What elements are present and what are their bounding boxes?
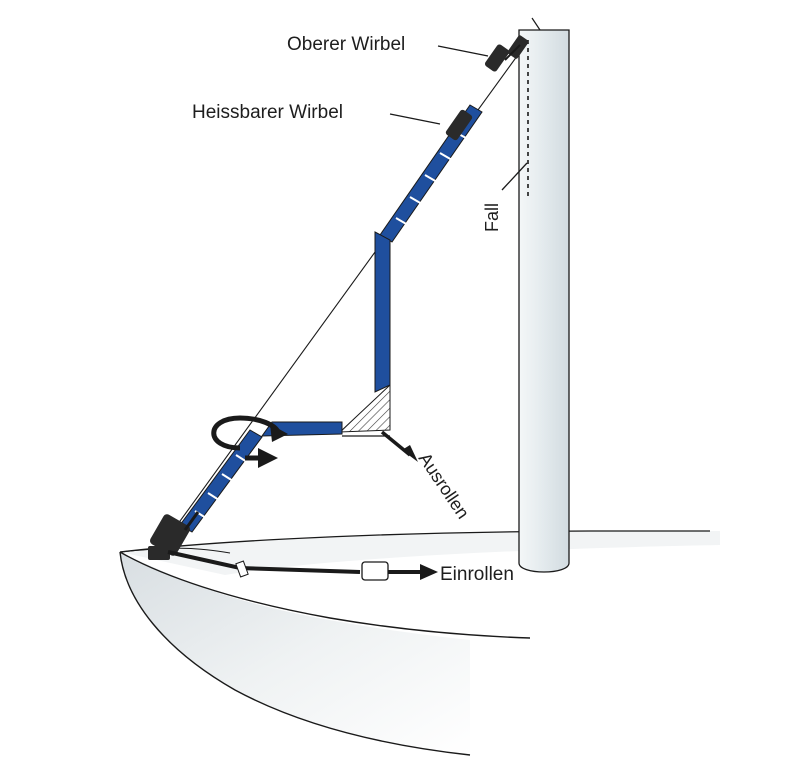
label-heissbarer-wirbel: Heissbarer Wirbel (192, 102, 343, 123)
label-ausrollen: Ausrollen (415, 449, 474, 522)
hoistable-swivel-icon (445, 109, 473, 141)
sail-clew (338, 383, 391, 433)
mast (518, 17, 570, 573)
label-einrollen: Einrollen (440, 564, 514, 585)
furling-line (167, 550, 438, 581)
label-fall: Fall (482, 203, 502, 232)
leader-fall (501, 162, 528, 191)
rotation-arrow-icon (211, 415, 288, 468)
unroll-arrow-icon (380, 430, 418, 462)
top-swivel-icon (484, 35, 529, 72)
leader-heissbarer-wirbel (389, 113, 441, 125)
label-oberer-wirbel: Oberer Wirbel (287, 34, 405, 55)
sail-leech (374, 231, 391, 393)
leader-oberer-wirbel (437, 45, 489, 57)
furling-drum-icon (148, 511, 200, 560)
furled-sail-lower (179, 429, 263, 533)
